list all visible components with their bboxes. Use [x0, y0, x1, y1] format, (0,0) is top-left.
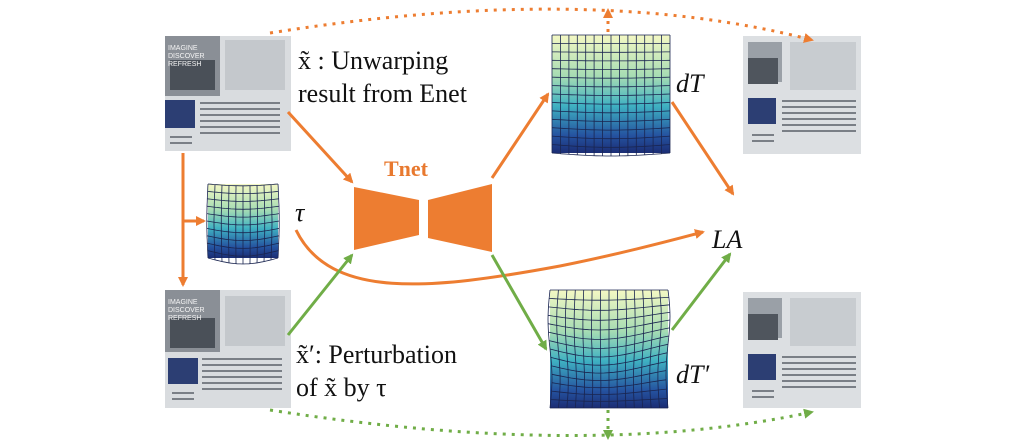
grid-line — [591, 289, 594, 409]
grid-line — [277, 183, 280, 259]
grid-line — [213, 184, 216, 260]
d-t-prime-label: dT′ — [676, 360, 710, 389]
grid-line — [632, 289, 636, 409]
arrow-tau-to-loss — [294, 229, 705, 286]
poster-text-line1: IMAGINE — [168, 299, 198, 306]
grid-line — [270, 184, 273, 260]
grid-line — [573, 289, 577, 409]
grid-line — [641, 289, 645, 409]
grid-line — [556, 289, 561, 409]
tnet-decoder-shape — [428, 184, 492, 252]
arrow-tnet-to-d-t-prime — [490, 254, 548, 351]
grid-line — [657, 289, 662, 409]
grid-image-d-t — [551, 34, 671, 157]
grid-line — [547, 289, 553, 409]
dotted-arc-top — [269, 7, 814, 43]
grid-line — [263, 185, 266, 262]
grid-line — [206, 183, 209, 259]
arrow-d-t-prime-to-loss — [670, 252, 732, 331]
grid-line — [624, 289, 627, 409]
tnet-encoder-shape — [354, 187, 419, 250]
arrow-tnet-to-d-t — [490, 92, 550, 179]
grid-line — [649, 289, 654, 409]
poster-text-line1: IMAGINE — [168, 45, 198, 52]
arrow-x-prime-to-tnet — [286, 253, 354, 336]
poster-text-line3: REFRESH — [168, 315, 201, 322]
x-tilde-desc-line1: x̃ : Unwarping — [298, 46, 449, 75]
grid-line — [564, 289, 569, 409]
poster-text-line3: REFRESH — [168, 61, 201, 68]
grid-line — [228, 185, 230, 263]
grid-line — [665, 289, 671, 409]
d-t-label: dT — [676, 69, 704, 98]
poster-text-line2: DISCOVER — [168, 307, 205, 314]
poster-image-x-tilde: IMAGINE DISCOVER REFRESH — [165, 36, 291, 151]
grid-line — [582, 289, 586, 409]
grid-line — [599, 289, 602, 408]
grid-line — [220, 185, 223, 262]
loss-label: LA — [712, 225, 743, 254]
poster-image-output-top — [743, 36, 861, 154]
x-prime-desc-line1: x̃′: Perturbation — [296, 340, 457, 369]
arrow-x-tilde-to-tnet — [286, 110, 354, 184]
grid-image-d-t-prime — [547, 289, 671, 409]
dotted-arc-bottom — [269, 408, 814, 437]
poster-image-output-bottom — [743, 292, 861, 408]
grid-line — [256, 185, 258, 263]
poster-text-line2: DISCOVER — [168, 53, 205, 60]
arrow-d-t-to-loss — [670, 101, 735, 196]
poster-image-x-prime: IMAGINE DISCOVER REFRESH — [165, 290, 291, 408]
tau-label: τ — [295, 198, 305, 227]
x-prime-desc-line2: of x̃ by τ — [296, 373, 387, 402]
grid-line — [616, 289, 619, 408]
grid-image-tau — [206, 183, 280, 265]
tnet-label: Tnet — [384, 156, 428, 181]
x-tilde-desc-line2: result from Enet — [298, 79, 467, 108]
